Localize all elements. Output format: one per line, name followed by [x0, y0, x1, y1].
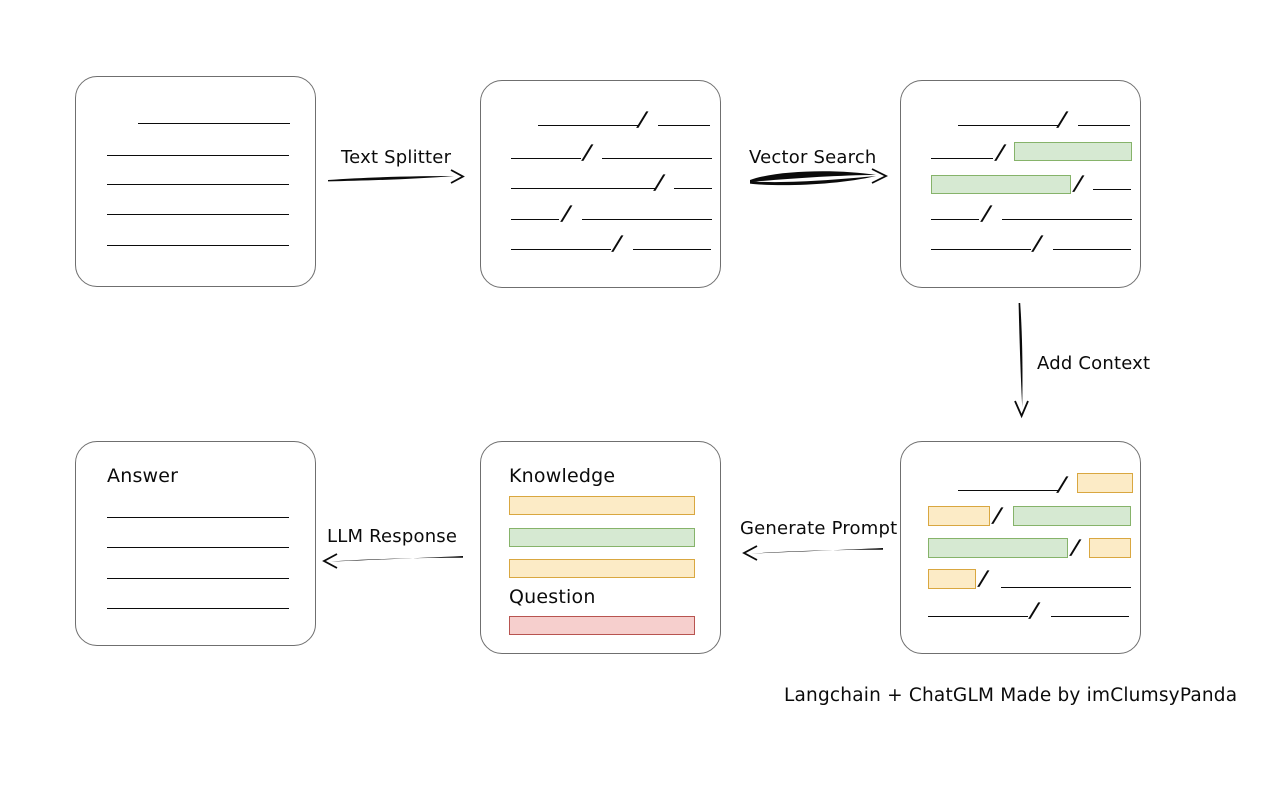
- source-document-body: [76, 77, 315, 286]
- text-rule: [674, 188, 712, 189]
- text-rule: [582, 219, 712, 220]
- slash-glyph: /: [995, 140, 1006, 164]
- arrow-vector-search: [750, 168, 889, 186]
- node-split-chunks[interactable]: / / / / /: [480, 80, 721, 288]
- slash-glyph: /: [612, 231, 623, 255]
- node-source-document[interactable]: [75, 76, 316, 287]
- text-rule: [1001, 587, 1131, 588]
- text-rule: [1053, 249, 1131, 250]
- text-rule: [931, 249, 1031, 250]
- text-rule: [928, 616, 1028, 617]
- text-rule: [511, 249, 611, 250]
- slash-glyph: /: [1057, 472, 1068, 496]
- text-rule: [107, 184, 289, 185]
- node-matched-chunks[interactable]: / / / / /: [900, 80, 1141, 288]
- context-chunks-body: / / / / /: [901, 442, 1140, 653]
- text-rule: [511, 158, 581, 159]
- edge-label-add-context: Add Context: [1037, 353, 1151, 374]
- chunk-bar-green: [928, 538, 1068, 558]
- text-rule: [138, 123, 290, 124]
- node-context-chunks[interactable]: / / / / /: [900, 441, 1141, 654]
- knowledge-bar-green: [509, 528, 695, 547]
- slash-glyph: /: [561, 201, 572, 225]
- text-rule: [538, 125, 638, 126]
- slash-glyph: /: [981, 201, 992, 225]
- chunk-bar-green: [1014, 142, 1132, 161]
- text-rule: [511, 219, 559, 220]
- arrow-text-splitter: [328, 169, 465, 184]
- text-rule: [107, 608, 289, 609]
- chunk-bar-yellow: [1077, 473, 1133, 493]
- knowledge-bar-yellow: [509, 496, 695, 515]
- text-rule: [1093, 189, 1131, 190]
- text-rule: [1078, 125, 1130, 126]
- arrow-llm-response: [322, 553, 463, 569]
- text-rule: [958, 490, 1058, 491]
- arrow-generate-prompt: [742, 545, 883, 561]
- text-rule: [931, 219, 979, 220]
- slash-glyph: /: [1057, 107, 1068, 131]
- chunk-bar-yellow: [928, 569, 976, 589]
- text-rule: [107, 517, 289, 518]
- text-rule: [1051, 616, 1129, 617]
- text-rule: [107, 245, 289, 246]
- chunk-bar-yellow: [928, 506, 990, 526]
- matched-chunks-body: / / / / /: [901, 81, 1140, 287]
- slash-glyph: /: [1032, 231, 1043, 255]
- text-rule: [107, 155, 289, 156]
- edge-label-text-splitter: Text Splitter: [341, 147, 452, 168]
- chunk-bar-green: [1013, 506, 1131, 526]
- slash-glyph: /: [1073, 171, 1084, 195]
- text-rule: [658, 125, 710, 126]
- footer-credit: Langchain + ChatGLM Made by imClumsyPand…: [784, 685, 1238, 706]
- prompt-body: Knowledge Question: [481, 442, 720, 653]
- arrow-add-context: [1014, 303, 1029, 419]
- slash-glyph: /: [637, 107, 648, 131]
- text-rule: [633, 249, 711, 250]
- node-prompt[interactable]: Knowledge Question: [480, 441, 721, 654]
- split-chunks-body: / / / / /: [481, 81, 720, 287]
- edge-label-generate-prompt: Generate Prompt: [740, 518, 898, 539]
- answer-body: Answer: [76, 442, 315, 645]
- slash-glyph: /: [654, 170, 665, 194]
- text-rule: [511, 188, 655, 189]
- answer-heading: Answer: [107, 465, 179, 487]
- slash-glyph: /: [1070, 535, 1081, 559]
- text-rule: [107, 578, 289, 579]
- text-rule: [1002, 219, 1132, 220]
- slash-glyph: /: [1029, 598, 1040, 622]
- text-rule: [931, 158, 993, 159]
- text-rule: [958, 125, 1058, 126]
- chunk-bar-green: [931, 175, 1071, 194]
- text-rule: [107, 214, 289, 215]
- question-bar-red: [509, 616, 695, 635]
- text-rule: [107, 547, 289, 548]
- prompt-question-heading: Question: [509, 586, 596, 608]
- prompt-knowledge-heading: Knowledge: [509, 465, 616, 487]
- text-rule: [602, 158, 712, 159]
- node-answer[interactable]: Answer: [75, 441, 316, 646]
- slash-glyph: /: [582, 140, 593, 164]
- edge-label-vector-search: Vector Search: [749, 147, 877, 168]
- edge-label-llm-response: LLM Response: [327, 526, 458, 547]
- chunk-bar-yellow: [1089, 538, 1131, 558]
- slash-glyph: /: [992, 503, 1003, 527]
- slash-glyph: /: [978, 566, 989, 590]
- knowledge-bar-yellow: [509, 559, 695, 578]
